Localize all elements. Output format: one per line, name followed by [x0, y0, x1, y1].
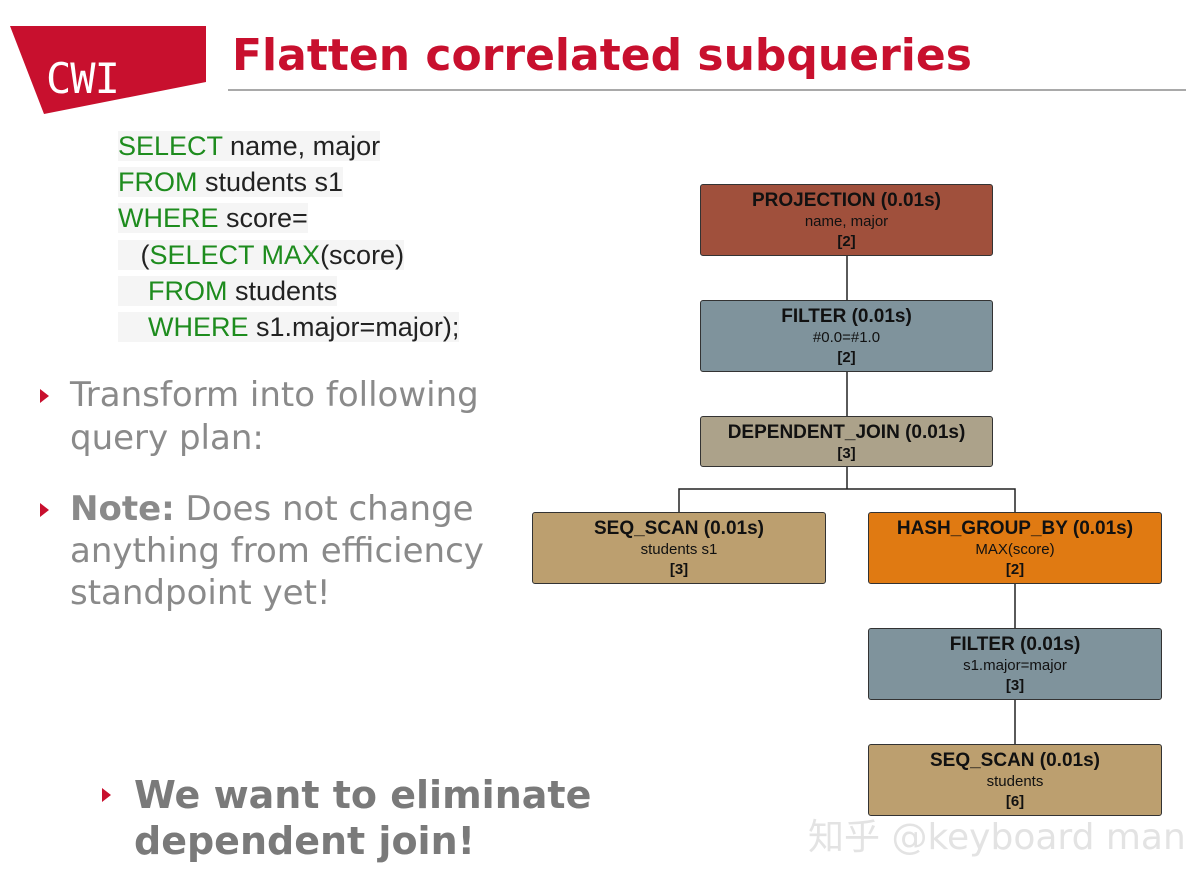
sql-line: FROM students [118, 273, 459, 309]
node-cardinality: [6] [1005, 793, 1025, 810]
plan-node-filter-bottom: FILTER (0.01s) s1.major=major [3] [868, 628, 1162, 700]
sql-text: name, major [222, 131, 381, 161]
plan-node-seq-scan-bottom: SEQ_SCAN (0.01s) students [6] [868, 744, 1162, 816]
sql-line: (SELECT MAX(score) [118, 237, 459, 273]
bullet-bold-label: Note: [70, 489, 175, 529]
node-operator: SEQ_SCAN (0.01s) [929, 750, 1100, 771]
sql-line: FROM students s1 [118, 164, 459, 200]
plan-node-dependent-join: DEPENDENT_JOIN (0.01s) [3] [700, 416, 993, 467]
sql-keyword: WHERE [148, 312, 249, 343]
plan-node-filter-top: FILTER (0.01s) #0.0=#1.0 [2] [700, 300, 993, 372]
node-cardinality: [2] [1005, 561, 1025, 578]
sql-keyword: FROM [118, 167, 198, 198]
sql-line: WHERE score= [118, 200, 459, 236]
node-detail: students [986, 773, 1044, 790]
bullet-arrow-icon [40, 503, 49, 517]
plan-node-seq-scan-left: SEQ_SCAN (0.01s) students s1 [3] [532, 512, 826, 584]
cwi-logo: CWI [10, 26, 206, 114]
sql-text: score= [218, 203, 308, 234]
bullet-arrow-icon [102, 788, 111, 802]
bullet-text: Note: Does not change anything from effi… [70, 488, 540, 614]
node-detail: students s1 [640, 541, 718, 558]
sql-keyword: FROM [148, 275, 228, 306]
node-detail: #0.0=#1.0 [812, 329, 881, 346]
node-detail: MAX(score) [975, 541, 1055, 558]
sql-code-block: SELECT name, major FROM students s1 WHER… [118, 128, 460, 345]
sql-text: s1.major=major); [248, 312, 460, 343]
sql-keyword: SELECT [118, 131, 223, 161]
node-cardinality: [2] [837, 349, 856, 366]
node-cardinality: [3] [669, 561, 689, 578]
bullet-text: We want to eliminate dependent join! [134, 773, 592, 863]
node-operator: FILTER (0.01s) [949, 634, 1081, 655]
node-operator: PROJECTION (0.01s) [752, 190, 941, 211]
bullet-arrow-icon [40, 389, 49, 403]
title-divider [228, 89, 1186, 91]
bullet-rest-text: Does not change anything from efficiency… [70, 489, 484, 613]
bullet-text: Transform into following query plan: [70, 375, 479, 458]
plan-node-hash-group-by: HASH_GROUP_BY (0.01s) MAX(score) [2] [868, 512, 1162, 584]
logo-banner-shape [10, 26, 206, 114]
sql-text: students [227, 275, 338, 306]
node-cardinality: [3] [837, 445, 856, 462]
node-operator: DEPENDENT_JOIN (0.01s) [727, 422, 966, 443]
node-detail: s1.major=major [963, 657, 1067, 674]
slide-title: Flatten correlated subqueries [232, 30, 972, 81]
node-operator: SEQ_SCAN (0.01s) [593, 518, 764, 539]
sql-line: WHERE s1.major=major); [118, 309, 460, 345]
sql-text: (score) [320, 239, 405, 270]
edge-join-children [678, 488, 1016, 512]
plan-node-projection: PROJECTION (0.01s) name, major [2] [700, 184, 993, 256]
sql-keyword: SELECT MAX [149, 239, 321, 270]
sql-indent: ( [118, 239, 150, 270]
watermark-text: 知乎 @keyboard man [808, 817, 1186, 858]
sql-text: students s1 [197, 167, 344, 198]
node-operator: FILTER (0.01s) [781, 306, 912, 327]
node-cardinality: [2] [837, 233, 856, 250]
node-cardinality: [3] [1005, 677, 1025, 694]
node-operator: HASH_GROUP_BY (0.01s) [896, 518, 1134, 539]
sql-line: SELECT name, major [118, 128, 459, 164]
logo-text: CWI [46, 54, 120, 103]
sql-keyword: WHERE [118, 203, 219, 234]
node-detail: name, major [804, 213, 889, 230]
